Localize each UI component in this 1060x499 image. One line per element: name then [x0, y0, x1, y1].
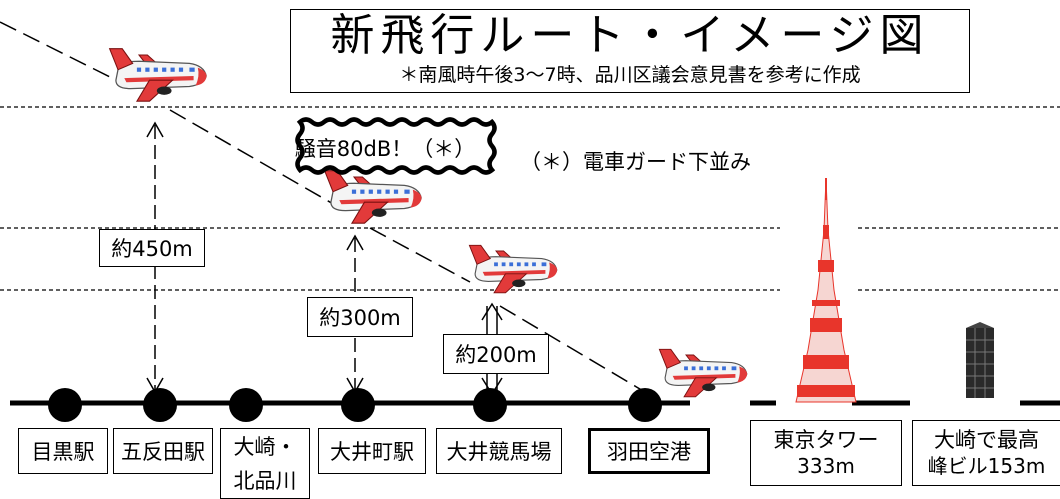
tokyo-tower-height: 333m [797, 454, 855, 478]
tall-building-label: 大崎で最高 峰ビル153m [912, 420, 1060, 486]
airplane-icon [108, 48, 208, 102]
tall-building-height: 峰ビル153m [927, 454, 1046, 478]
altitude-label-300: 約300m [307, 297, 413, 337]
airplane-icon [468, 244, 558, 294]
tokyo-tower-icon [795, 177, 857, 403]
station-meguro: 目黒駅 [18, 428, 108, 474]
noise-badge-border [295, 117, 497, 175]
airplane-icon [658, 348, 748, 398]
page-title: 新飛行ルート・イメージ図 [330, 10, 930, 61]
altitude-label-450: 約450m [99, 229, 205, 267]
title-box: 新飛行ルート・イメージ図 ＊南風時午後3〜7時、品川区議会意見書を参考に作成 [290, 9, 970, 93]
altitude-label-200: 約200m [443, 334, 549, 374]
tokyo-tower-name: 東京タワー [773, 428, 879, 452]
station-osaki-kitashinagawa: 大崎・ 北品川 [220, 428, 310, 499]
airplane-icon [323, 170, 423, 224]
noise-label: 騒音80dB！（＊） [294, 137, 476, 161]
station-osaki: 大崎・ [233, 434, 297, 459]
tall-building-name: 大崎で最高 [934, 428, 1039, 452]
page-subtitle: ＊南風時午後3〜7時、品川区議会意見書を参考に作成 [399, 64, 861, 86]
altitude-reference-lines [0, 106, 1060, 291]
station-kitashinagawa: 北品川 [233, 468, 297, 493]
station-gotanda: 五反田駅 [113, 428, 213, 474]
noise-note: （＊）電車ガード下並み [520, 150, 751, 174]
station-oimachi: 大井町駅 [318, 428, 426, 474]
skyscraper-icon [966, 322, 994, 398]
tokyo-tower-label: 東京タワー 333m [750, 420, 902, 486]
station-oi-racecourse: 大井競馬場 [436, 428, 562, 474]
flight-path [0, 21, 646, 393]
station-haneda-airport: 羽田空港 [588, 428, 710, 474]
station-dots [48, 388, 662, 422]
